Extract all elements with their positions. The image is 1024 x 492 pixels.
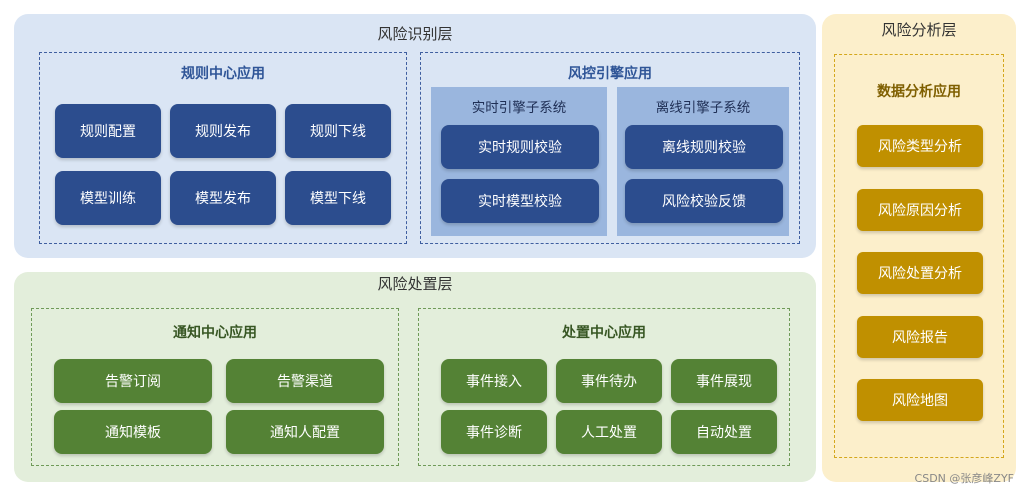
offline-rule-check-button[interactable]: 离线规则校验 (625, 125, 783, 169)
identification-layer-title: 风险识别层 (377, 25, 453, 43)
realtime-engine-title: 实时引擎子系统 (471, 100, 567, 116)
analysis-layer-panel: 风险分析层 数据分析应用 风险类型分析 风险原因分析 风险处置分析 风险报告 风… (822, 14, 1016, 482)
rule-config-button[interactable]: 规则配置 (55, 104, 161, 158)
model-publish-button[interactable]: 模型发布 (170, 171, 276, 225)
notify-center-group: 通知中心应用 告警订阅 告警渠道 通知模板 通知人配置 (31, 308, 399, 466)
analysis-layer-title: 风险分析层 (881, 21, 957, 39)
identification-layer-panel: 风险识别层 规则中心应用 规则配置 规则发布 规则下线 模型训练 模型发布 模型… (14, 14, 816, 258)
rule-center-group: 规则中心应用 规则配置 规则发布 规则下线 模型训练 模型发布 模型下线 (39, 52, 407, 244)
realtime-engine-subsystem: 实时引擎子系统 实时规则校验 实时模型校验 (431, 87, 607, 236)
disposal-center-group: 处置中心应用 事件接入 事件待办 事件展现 事件诊断 人工处置 自动处置 (418, 308, 790, 466)
risk-cause-analysis-button[interactable]: 风险原因分析 (857, 189, 983, 231)
notify-center-title: 通知中心应用 (173, 325, 257, 341)
alert-subscribe-button[interactable]: 告警订阅 (54, 359, 212, 403)
alert-channel-button[interactable]: 告警渠道 (226, 359, 384, 403)
risk-check-feedback-button[interactable]: 风险校验反馈 (625, 179, 783, 223)
disposal-center-title: 处置中心应用 (562, 325, 646, 341)
data-analysis-group: 数据分析应用 风险类型分析 风险原因分析 风险处置分析 风险报告 风险地图 (834, 54, 1004, 458)
offline-engine-title: 离线引擎子系统 (655, 100, 751, 116)
notifier-config-button[interactable]: 通知人配置 (226, 410, 384, 454)
risk-engine-group: 风控引擎应用 实时引擎子系统 实时规则校验 实时模型校验 离线引擎子系统 离线规… (420, 52, 800, 244)
data-analysis-title: 数据分析应用 (877, 84, 961, 100)
realtime-model-check-button[interactable]: 实时模型校验 (441, 179, 599, 223)
risk-engine-title: 风控引擎应用 (568, 66, 652, 82)
rule-offline-button[interactable]: 规则下线 (285, 104, 391, 158)
disposal-layer-panel: 风险处置层 通知中心应用 告警订阅 告警渠道 通知模板 通知人配置 处置中心应用… (14, 272, 816, 482)
disposal-layer-title: 风险处置层 (377, 275, 453, 293)
model-train-button[interactable]: 模型训练 (55, 171, 161, 225)
auto-disposal-button[interactable]: 自动处置 (671, 410, 777, 454)
rule-center-title: 规则中心应用 (181, 66, 265, 82)
risk-type-analysis-button[interactable]: 风险类型分析 (857, 125, 983, 167)
model-offline-button[interactable]: 模型下线 (285, 171, 391, 225)
offline-engine-subsystem: 离线引擎子系统 离线规则校验 风险校验反馈 (617, 87, 789, 236)
event-todo-button[interactable]: 事件待办 (556, 359, 662, 403)
event-diagnose-button[interactable]: 事件诊断 (441, 410, 547, 454)
rule-publish-button[interactable]: 规则发布 (170, 104, 276, 158)
watermark-text: CSDN @张彦峰ZYF (914, 472, 1014, 485)
risk-disposal-analysis-button[interactable]: 风险处置分析 (857, 252, 983, 294)
event-intake-button[interactable]: 事件接入 (441, 359, 547, 403)
risk-map-button[interactable]: 风险地图 (857, 379, 983, 421)
notify-template-button[interactable]: 通知模板 (54, 410, 212, 454)
manual-disposal-button[interactable]: 人工处置 (556, 410, 662, 454)
event-display-button[interactable]: 事件展现 (671, 359, 777, 403)
realtime-rule-check-button[interactable]: 实时规则校验 (441, 125, 599, 169)
risk-report-button[interactable]: 风险报告 (857, 316, 983, 358)
